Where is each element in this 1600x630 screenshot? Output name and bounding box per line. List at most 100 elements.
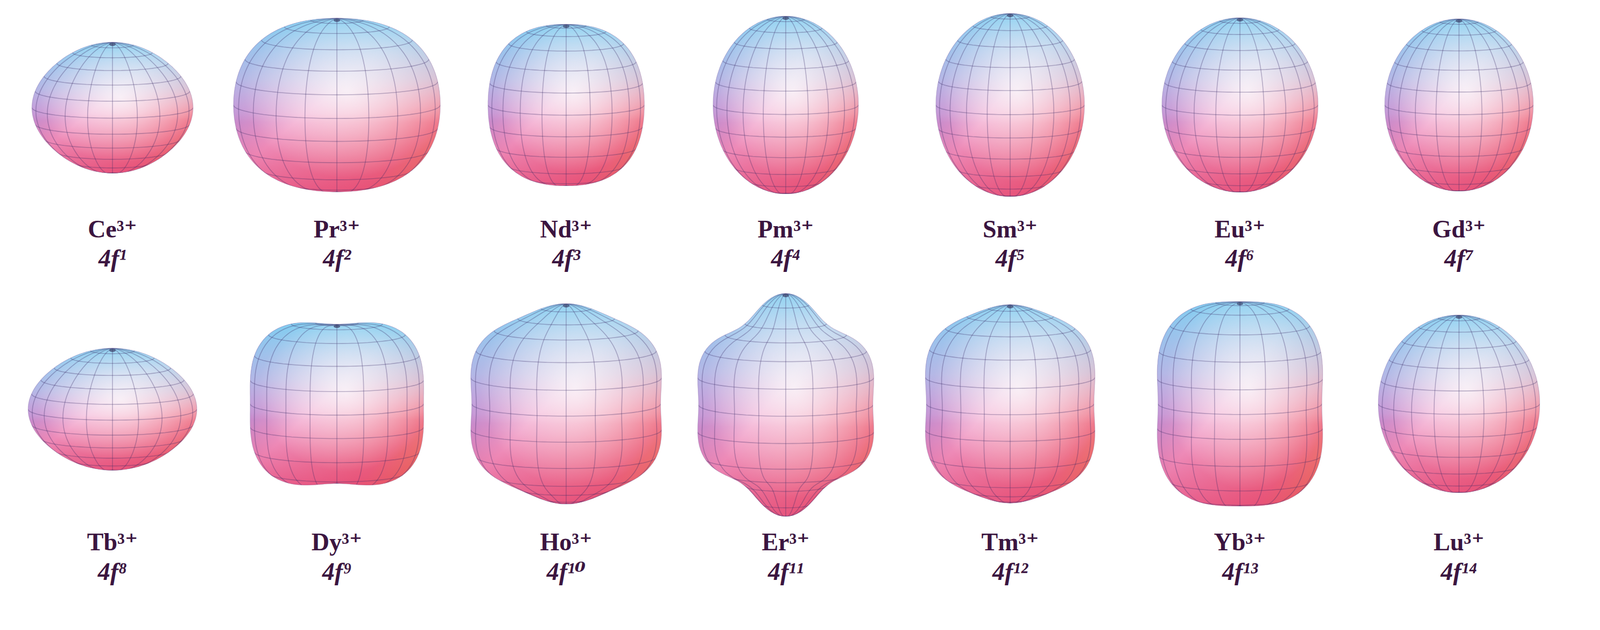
meridian-line	[1010, 13, 1071, 197]
meridian-line	[566, 303, 644, 505]
meridian-line	[111, 42, 114, 174]
meridian-line	[1239, 301, 1266, 509]
configuration-label: 4f¹	[98, 245, 127, 272]
orbital-shape	[1157, 301, 1323, 509]
orbital-shape	[925, 304, 1096, 504]
meridian-line	[112, 348, 139, 471]
meridian-line	[1010, 13, 1081, 197]
meridian-line	[1458, 18, 1503, 192]
ion-label: Ce³⁺	[87, 216, 138, 243]
meridian-line	[86, 348, 113, 471]
meridian-line	[785, 16, 829, 195]
meridian-line	[1239, 17, 1315, 193]
grid-lines	[31, 42, 193, 174]
meridian-line	[1239, 17, 1241, 193]
shape-outline	[1378, 314, 1540, 493]
meridian-line	[785, 16, 809, 195]
shape-outline	[1384, 18, 1534, 192]
shape-fill	[935, 13, 1085, 197]
ion-label: Tb³⁺	[87, 529, 138, 555]
grid-lines	[1378, 314, 1540, 493]
meridian-line	[1239, 301, 1319, 507]
meridian-line	[112, 42, 160, 174]
meridian-line	[238, 18, 337, 193]
configuration-label: 4f¹³	[1222, 558, 1258, 585]
shape-fill	[925, 304, 1096, 504]
shape-highlight	[470, 303, 662, 504]
meridian-line	[62, 348, 113, 471]
configuration-label: 4f⁶	[1225, 245, 1255, 272]
pole-mark	[562, 24, 570, 28]
pole-mark	[333, 324, 341, 328]
meridian-line	[1411, 314, 1459, 493]
meridian-line	[939, 13, 1011, 197]
meridian-line	[960, 304, 1011, 504]
orbital-shape	[488, 24, 645, 187]
meridian-line	[112, 348, 181, 471]
meridian-line	[1239, 301, 1241, 509]
orbital-shape	[1161, 17, 1318, 193]
meridian-line	[566, 24, 630, 187]
meridian-line	[566, 24, 591, 187]
meridian-line	[1009, 13, 1011, 197]
meridian-line	[1176, 17, 1240, 193]
shape-outline	[31, 42, 193, 174]
meridian-line	[758, 293, 787, 517]
configuration-label: 4f²	[322, 245, 351, 272]
meridian-line	[1239, 17, 1303, 193]
grid-lines	[488, 24, 645, 187]
latitude-line	[315, 484, 359, 488]
shape-outline	[698, 293, 874, 517]
orbital-shape	[250, 322, 424, 490]
grid-lines	[233, 18, 441, 194]
meridian-line	[785, 16, 787, 195]
configuration-label: 4f⁴	[771, 245, 801, 272]
meridian-line	[763, 16, 786, 195]
shape-shade	[925, 304, 1096, 504]
grid-lines	[1161, 17, 1318, 193]
meridian-line	[1010, 304, 1061, 504]
meridian-line	[536, 303, 567, 505]
meridian-line	[336, 323, 364, 490]
grid-lines	[1384, 18, 1534, 192]
pole-mark	[1455, 315, 1463, 319]
meridian-line	[566, 24, 612, 187]
meridian-line	[336, 18, 436, 193]
meridian-line	[276, 18, 337, 194]
meridian-line	[44, 348, 113, 471]
meridian-line	[510, 303, 567, 505]
shape-outline	[233, 18, 441, 193]
meridian-line	[1165, 17, 1240, 193]
pole-mark	[109, 348, 116, 352]
meridian-line	[112, 42, 178, 174]
meridian-line	[47, 42, 113, 174]
meridian-line	[785, 293, 870, 517]
meridian-line	[336, 18, 398, 194]
meridian-line	[727, 16, 786, 194]
meridian-line	[489, 303, 567, 505]
pole-mark	[109, 42, 116, 46]
ion-label: Pr³⁺	[313, 216, 361, 243]
pole-mark	[1455, 19, 1463, 23]
shape-shade	[713, 16, 859, 194]
shape-outline	[935, 13, 1085, 197]
meridian-line	[32, 348, 113, 471]
meridian-line	[565, 24, 567, 187]
pole-mark	[333, 18, 341, 23]
orbital-shape	[713, 16, 859, 195]
meridian-line	[966, 13, 1011, 197]
meridian-line	[1194, 17, 1240, 193]
configuration-label: 4f¹²	[992, 558, 1028, 585]
shape-outline	[1161, 17, 1318, 193]
shape-shade	[713, 16, 859, 194]
meridian-line	[949, 13, 1011, 197]
meridian-line	[336, 323, 407, 488]
meridian-line	[1388, 18, 1459, 192]
shape-shade	[698, 293, 874, 517]
shape-outline	[1157, 301, 1323, 506]
meridian-line	[1458, 18, 1530, 192]
meridian-line	[734, 293, 786, 517]
shape-highlight	[698, 293, 874, 517]
ion-label: Sm³⁺	[982, 216, 1038, 243]
configuration-label: 4f⁹	[322, 558, 352, 585]
